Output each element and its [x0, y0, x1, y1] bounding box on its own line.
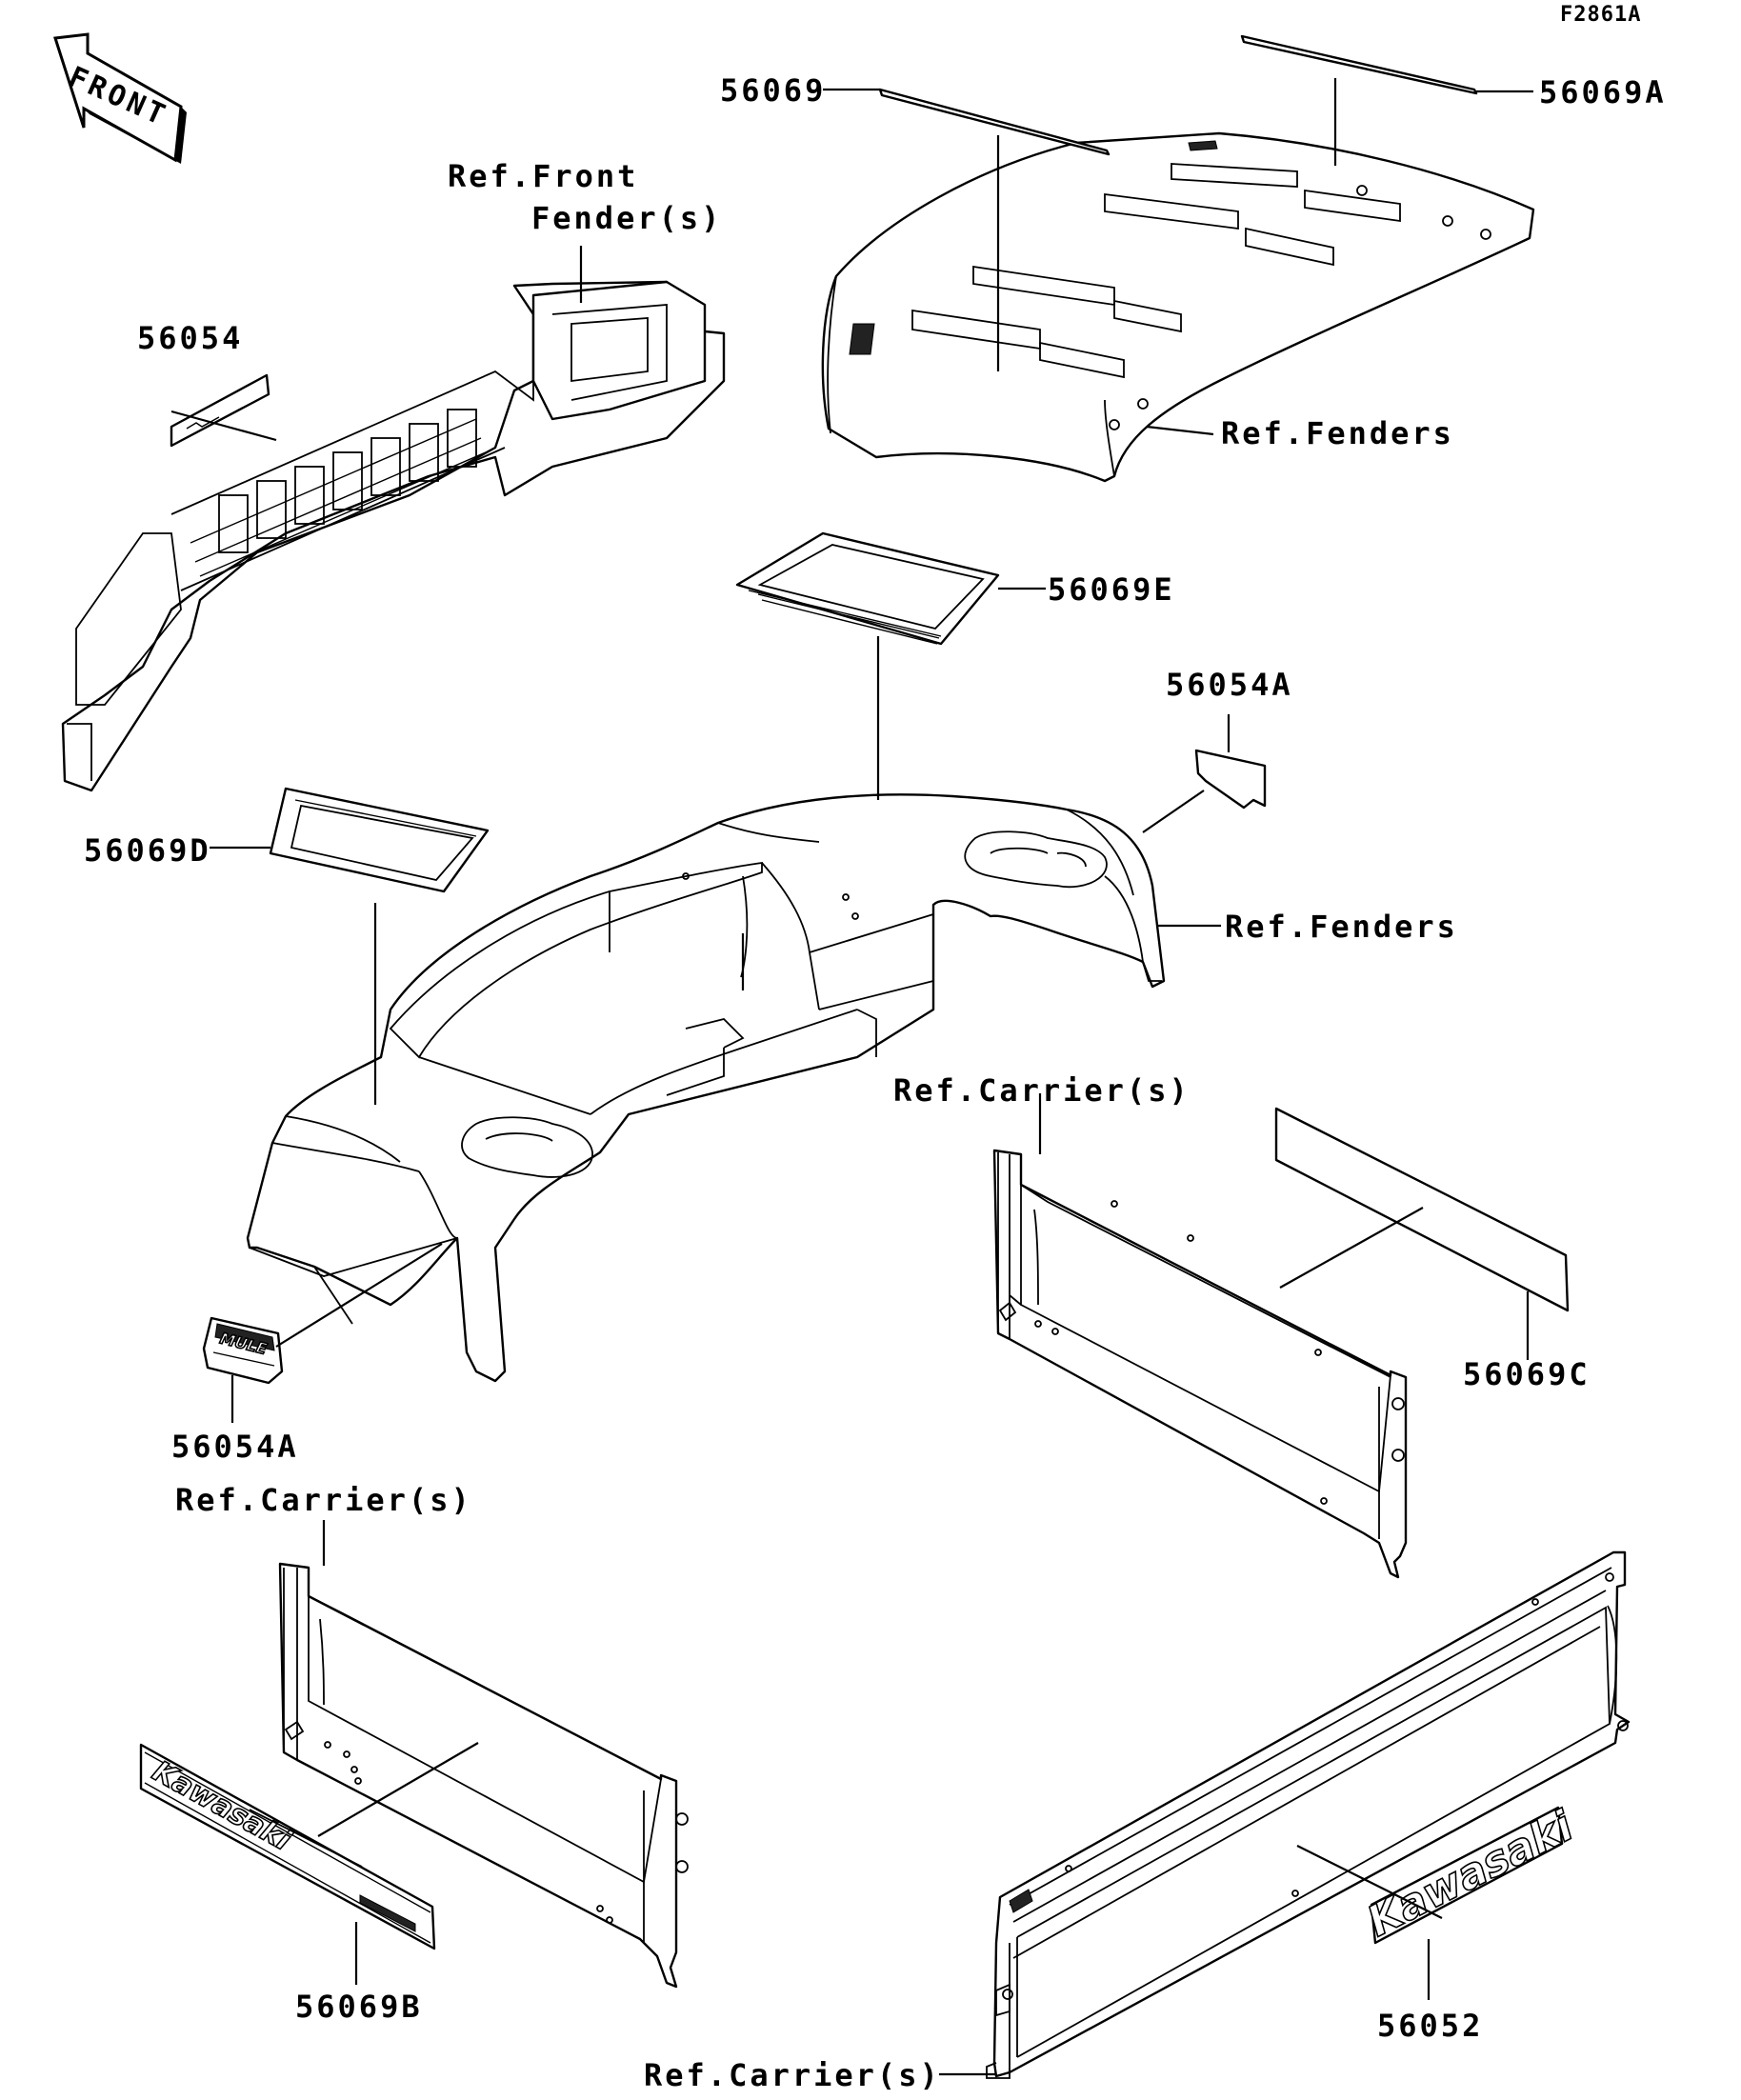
label-56069A: 56069A	[1539, 74, 1667, 110]
label-56069C: 56069C	[1463, 1356, 1591, 1392]
decal-56069C	[1274, 1107, 1570, 1312]
carrier-tailgate-part	[986, 1550, 1631, 2079]
front-arrow-icon: FRONT	[53, 32, 187, 164]
label-56069: 56069	[720, 72, 826, 109]
label-ref-front-fender-line2: Fender(s)	[531, 200, 722, 236]
label-ref-fenders-top: Ref.Fenders	[1221, 415, 1454, 451]
decal-56054A-top	[1194, 749, 1267, 810]
decal-56069A-strip	[1240, 34, 1478, 95]
label-56054A-bottom: 56054A	[171, 1429, 299, 1465]
decal-56054	[170, 373, 270, 448]
label-56054A-top: 56054A	[1166, 667, 1293, 703]
label-56052: 56052	[1377, 2008, 1483, 2044]
part-labels: 56069 56069A Ref.Front Fender(s) 56054 R…	[84, 72, 1667, 2093]
label-ref-carrier-bottom: Ref.Carrier(s)	[644, 2057, 941, 2093]
decal-56069E	[735, 531, 1000, 646]
label-ref-carrier-right: Ref.Carrier(s)	[893, 1072, 1191, 1109]
decal-56069-strip	[878, 88, 1111, 156]
carrier-side-right-part	[992, 1149, 1408, 1579]
front-fender-grille-part	[61, 280, 726, 792]
label-56069D: 56069D	[84, 832, 211, 869]
label-ref-fenders-mid: Ref.Fenders	[1225, 909, 1458, 945]
decal-56054A-mule-badge: MULE	[202, 1316, 284, 1385]
leader-lines	[170, 78, 1533, 2076]
rear-fender-body-part	[246, 793, 1166, 1383]
label-56054: 56054	[137, 320, 243, 356]
label-ref-front-fender-line1: Ref.Front	[448, 158, 638, 194]
decal-56069D	[269, 787, 490, 893]
figure-id: F2861A	[1560, 3, 1641, 27]
label-56069B: 56069B	[295, 1989, 423, 2025]
label-56069E: 56069E	[1048, 571, 1175, 608]
carrier-side-left-part	[278, 1562, 689, 1989]
decal-56069B-kawasaki-text: Kawasaki	[147, 1754, 296, 1857]
label-ref-carrier-left: Ref.Carrier(s)	[175, 1482, 472, 1518]
